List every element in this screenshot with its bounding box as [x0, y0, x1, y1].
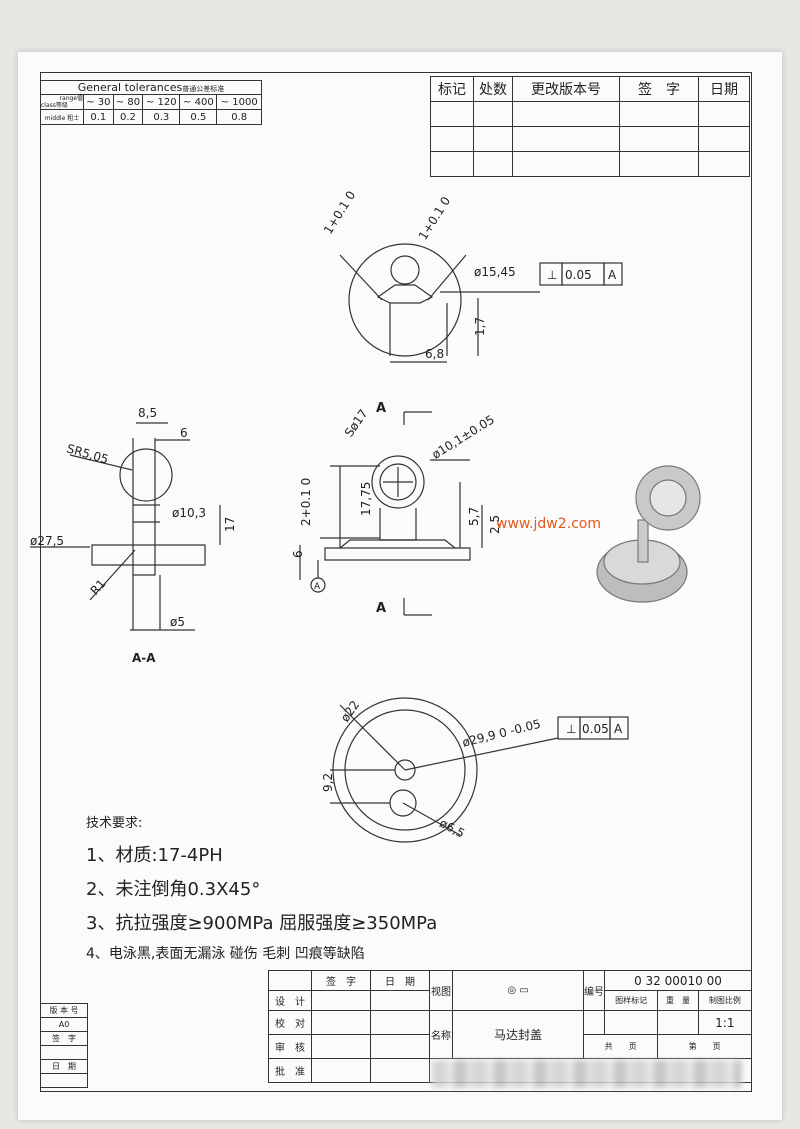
- dim-top-left: 1+0.1 0: [321, 188, 358, 236]
- datum-a-label: A: [314, 582, 321, 592]
- version-sign: 签 字: [40, 1031, 88, 1046]
- dim-section-sr: SR5,05: [65, 441, 110, 466]
- title-row-approve: 批 准: [268, 1058, 312, 1083]
- gdt-top-symbol: ⊥: [547, 268, 557, 282]
- dim-front-d101: ø10,1±0.05: [429, 412, 496, 461]
- drawing-frame: [40, 72, 752, 1092]
- title-row-review: 审 核: [268, 1034, 312, 1059]
- title-row-check: 校 对: [268, 1010, 312, 1035]
- dim-top-width: 6,8: [425, 347, 444, 361]
- dim-front-s17: Sø17: [342, 407, 371, 440]
- dim-top-height: 1,7: [473, 317, 487, 336]
- title-part-name: 马达封盖: [452, 1010, 584, 1059]
- gdt-top-value: 0.05: [565, 268, 592, 282]
- dim-section-d275: ø27,5: [30, 534, 64, 548]
- version-block: 版 本 号 A0 签 字 日 期: [40, 1003, 88, 1088]
- version-date: 日 期: [40, 1059, 88, 1074]
- revision-table: 标记 处数 更改版本号 签 字 日期: [430, 76, 750, 177]
- dim-top-right: 1+0.1 0: [416, 194, 453, 242]
- title-weight-label: 重 量: [657, 990, 699, 1011]
- gdt-bottom-datum: A: [614, 722, 623, 736]
- tolerance-value: 0.2: [112, 109, 144, 125]
- version-value: A0: [40, 1017, 88, 1032]
- title-sign: 签 字: [311, 970, 371, 991]
- title-scale: 1:1: [697, 1010, 753, 1035]
- title-sheet-total: 共 页: [582, 1034, 659, 1059]
- note-item: 4、电泳黑,表面无漏泳 碰伤 毛刺 凹痕等缺陷: [86, 946, 365, 962]
- part-render-image: [596, 465, 701, 603]
- dim-front-6: 6: [291, 550, 305, 558]
- dim-top-diameter: ø15,45: [474, 265, 516, 279]
- title-drawing-number: 0 32 00010 00: [604, 970, 752, 991]
- dim-bottom-d65: ø6,5: [437, 816, 467, 841]
- dim-bottom-d22: ø22: [338, 698, 362, 725]
- dim-section-d103: ø10,3: [172, 506, 206, 520]
- dim-section-17: 17: [223, 517, 237, 532]
- view-symbol-icon: ◎ ▭: [452, 970, 584, 1011]
- tolerance-class-label: middle 粗士: [40, 109, 84, 125]
- note-item: 3、抗拉强度≥900MPa 屈服强度≥350MPa: [86, 913, 438, 934]
- title-mark-label: 图样标记: [603, 990, 659, 1011]
- dim-section-6: 6: [180, 426, 188, 440]
- version-label: 版 本 号: [40, 1003, 88, 1018]
- dim-section-r1: R1: [88, 577, 109, 598]
- notes-heading: 技术要求:: [86, 816, 143, 831]
- redacted-area: [432, 1060, 742, 1088]
- tolerance-value: 0.8: [216, 109, 262, 125]
- section-view: [30, 422, 221, 631]
- dim-front-1775: 17,75: [359, 482, 373, 516]
- dim-front-25: 2,5: [488, 515, 502, 534]
- top-view: [339, 243, 623, 363]
- title-row-design: 设 计: [268, 990, 312, 1011]
- dim-section-85: 8,5: [138, 406, 157, 420]
- gdt-top-datum: A: [608, 268, 617, 282]
- technical-notes: 技术要求: 1、材质:17-4PH 2、未注倒角0.3X45° 3、抗拉强度≥9…: [86, 812, 437, 963]
- tolerance-value: 0.5: [179, 109, 218, 125]
- title-date: 日 期: [370, 970, 430, 991]
- title-drawing-no-label: 编号: [583, 970, 605, 1011]
- cut-label-top: A: [376, 401, 386, 416]
- gdt-bottom-symbol: ⊥: [566, 722, 576, 736]
- cut-label-bottom: A: [376, 601, 386, 616]
- front-view: [299, 411, 483, 616]
- title-block: 签 字 日 期 视图 ◎ ▭ 编号 0 32 00010 00 设 计 图样标记…: [268, 970, 753, 1083]
- title-scale-label: 制图比例: [697, 990, 753, 1011]
- title-name-label: 名称: [429, 1010, 453, 1059]
- rev-header-version: 更改版本号: [512, 76, 620, 102]
- note-item: 1、材质:17-4PH: [86, 845, 223, 866]
- dim-bottom-d299: ø29,9 0 -0.05: [461, 717, 542, 750]
- dim-front-2: 2+0.1 0: [299, 478, 313, 526]
- dim-bottom-92: 9,2: [321, 773, 335, 792]
- note-item: 2、未注倒角0.3X45°: [86, 879, 261, 900]
- bottom-view: [330, 697, 629, 843]
- title-sheet-index: 第 页: [657, 1034, 752, 1059]
- gdt-bottom-value: 0.05: [582, 722, 609, 736]
- section-label: A-A: [132, 651, 156, 665]
- rev-header-sign: 签 字: [619, 76, 699, 102]
- watermark-text: www.jdw2.com: [496, 516, 601, 532]
- title-view: 视图: [429, 970, 453, 1011]
- dim-front-57: 5,7: [467, 507, 481, 526]
- dim-section-d5: ø5: [170, 615, 185, 629]
